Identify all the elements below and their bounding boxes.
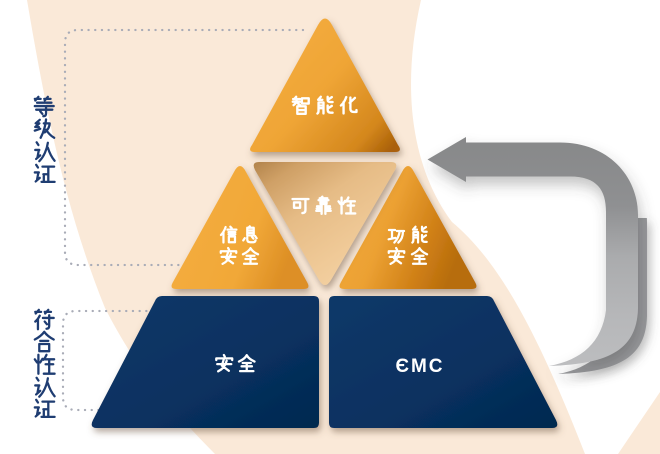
svg-text:ЄMC: ЄMC bbox=[395, 356, 444, 377]
